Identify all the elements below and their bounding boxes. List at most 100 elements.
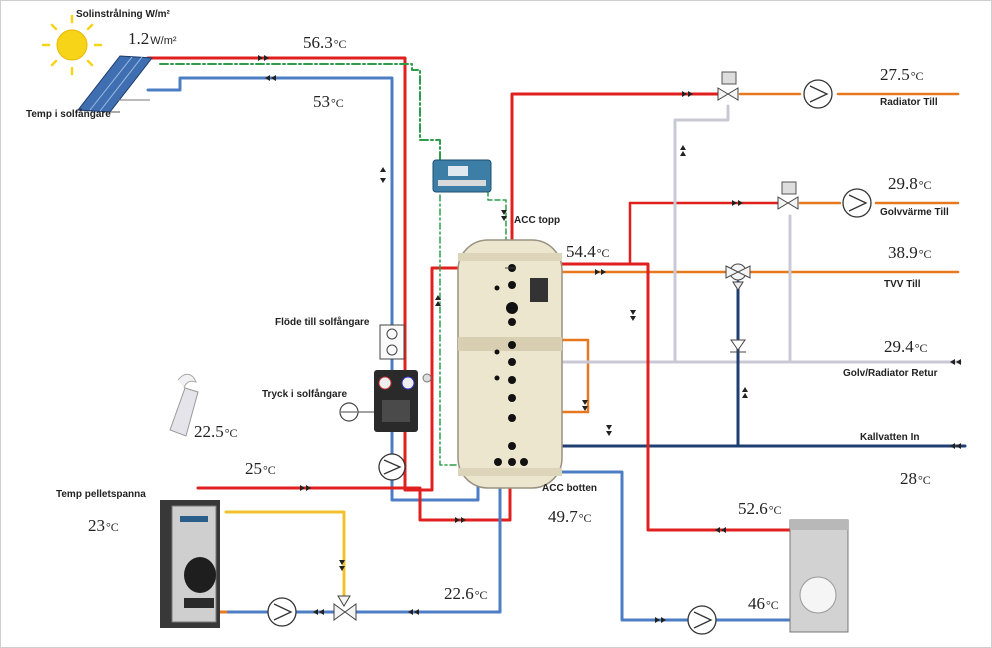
temp-unit: °C [918,473,931,487]
temp-value: 54.4 [566,242,596,261]
temp-value: 46 [748,594,765,613]
temp-value: 25 [245,459,262,478]
flow-arrow [258,55,269,61]
temp-acc-top: 54.4°C [566,243,610,260]
temp-value: 28 [900,469,917,488]
flow-arrow [265,75,276,81]
temp-cold-water-in: 28°C [900,470,931,487]
temp-value: 38.9 [888,243,918,262]
temp-unit: °C [263,463,276,477]
flow-arrow [732,200,743,206]
heat-pump-unit [789,519,849,633]
flow-arrow [950,359,961,365]
flow-arrow [950,443,961,449]
temp-floor-heating-supply: 29.8°C [888,175,932,192]
temp-value: 52.6 [738,499,768,518]
flow-arrow [682,91,693,97]
acc-bottom-label: ACC botten [542,483,597,494]
acc-top-label: ACC topp [514,215,561,226]
flow-arrow [680,145,686,156]
sun-icon [41,14,103,76]
irradiance-value: 1.2 [128,29,150,48]
solar-return-pipe [146,76,480,502]
temp-unit: °C [331,96,344,110]
temp-collector-supply: 56.3°C [303,34,347,51]
temp-pellet-supply: 25°C [245,460,276,477]
temp-unit: °C [578,511,592,525]
flow-arrow [408,609,419,615]
solar-controller [432,159,492,193]
flow-to-collector-label: Flöde till solfångare [275,317,370,328]
pellet-pump-icon [267,597,297,627]
temp-value: 23 [88,516,105,535]
flow-arrow [715,527,726,533]
temp-unit: °C [918,247,932,261]
pressure-in-collector-label: Tryck i solfångare [262,389,348,400]
solar-collector [77,55,153,113]
temp-unit: °C [766,598,779,612]
dhw-supply-label: TVV Till [884,279,921,290]
temp-acc-bottom: 49.7°C [548,508,592,525]
collector-temp-label: Temp i solfångare [26,109,111,120]
pellet-supply-pipe [196,463,512,522]
temp-unit: °C [106,520,119,534]
temp-value: 53 [313,92,330,111]
irradiance-unit: W/m² [150,35,177,47]
temp-value: 22.6 [444,584,474,603]
pellet-bypass-pipe [224,510,346,602]
dhw-mixing-valve [725,263,751,291]
pellet-boiler-temp-label: Temp pelletspanna [56,489,146,500]
solar-pump-station [374,370,432,432]
temp-unit: °C [914,341,928,355]
temp-floor-radiator-return: 29.4°C [884,338,928,355]
temp-value: 27.5 [880,65,910,84]
temp-unit: °C [224,426,238,440]
temp-unit: °C [918,178,932,192]
temp-radiator-supply: 27.5°C [880,66,924,83]
cold-water-in-label: Kallvatten In [860,432,920,443]
temp-heat-pump-return: 46°C [748,595,779,612]
heat-pump-pump-icon [687,605,717,635]
flow-arrow [501,210,507,221]
check-valve [730,339,746,353]
flow-arrow [380,167,386,183]
flow-arrow [313,609,324,615]
flow-arrow [606,425,612,436]
pellet-boiler [160,373,220,628]
temp-unit: °C [910,69,924,83]
radiator-return-riser [673,104,730,364]
temp-value: 29.8 [888,174,918,193]
solar-pump-icon [378,453,406,481]
temp-collector-return: 53°C [313,93,344,110]
temp-unit: °C [474,588,488,602]
flow-arrow [582,400,588,411]
temp-unit: °C [333,37,347,51]
flow-arrow [435,295,441,306]
flow-arrow [339,560,345,571]
temp-heat-pump-supply: 52.6°C [738,500,782,517]
irradiance-readout: 1.2W/m² [128,30,177,47]
temp-unit: °C [596,246,610,260]
temp-unit: °C [768,503,782,517]
floor-radiator-return-label: Golv/Radiator Retur [843,368,938,379]
pressure-gauge [339,402,374,422]
flow-arrow [655,617,666,623]
flow-arrow [630,310,636,321]
temp-value: 56.3 [303,33,333,52]
acc-top-supply-pipe [510,92,722,264]
floor-heating-pump-icon [842,188,872,218]
solar-irradiance-label: Solinstrålning W/m² [76,9,170,20]
flow-meter [379,324,405,360]
temp-value: 22.5 [194,422,224,441]
flow-arrow [742,387,748,398]
temp-pellet-boiler: 23°C [88,517,119,534]
floor-mixing-valve [777,181,799,210]
flow-arrow [455,517,466,523]
flow-arrow [300,485,311,491]
temp-pellet-return: 22.6°C [444,585,488,602]
glycol-signal-line-3 [439,194,463,466]
temp-dhw-supply: 38.9°C [888,244,932,261]
temp-value: 29.4 [884,337,914,356]
flow-arrow [595,269,606,275]
